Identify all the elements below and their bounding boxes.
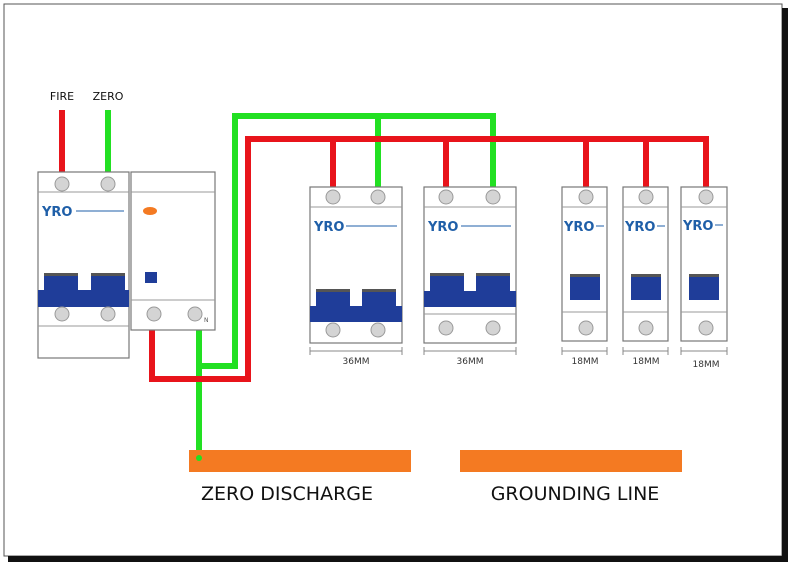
- breaker-1p-1: YRO: [561, 186, 608, 342]
- main-breaker-toggle[interactable]: [38, 273, 129, 307]
- breaker-1p-2-toggle[interactable]: [631, 274, 661, 300]
- neutral-wires: [105, 110, 496, 458]
- brand-label: YRO: [563, 220, 594, 235]
- terminal-screw: [146, 306, 162, 322]
- neutral-bar-connection: [196, 455, 202, 461]
- live-busbar-wire: [149, 136, 709, 382]
- rcd-test-button[interactable]: [145, 272, 157, 283]
- terminal-screw: [100, 176, 116, 192]
- brand-label: YRO: [313, 220, 344, 235]
- breaker-2p-1-toggle[interactable]: [310, 289, 402, 322]
- width-label: 36MM: [343, 357, 370, 367]
- neutral-feed-wire-b: [378, 113, 496, 195]
- grounding-line-label: GROUNDING LINE: [491, 483, 660, 505]
- brand-label: YRO: [682, 219, 713, 234]
- width-label: 36MM: [457, 357, 484, 367]
- breaker-2p-2: YRO: [423, 186, 517, 344]
- terminal-screw: [100, 306, 116, 322]
- breaker-1p-1-toggle[interactable]: [570, 274, 600, 300]
- neutral-mark: N: [204, 317, 209, 324]
- brand-label: YRO: [427, 220, 458, 235]
- terminal-screw: [638, 189, 654, 205]
- main-breaker: YRO: [37, 171, 130, 359]
- terminal-screw: [578, 320, 594, 336]
- breaker-1p-3: YRO: [680, 186, 728, 342]
- brand-label: YRO: [624, 220, 655, 235]
- terminal-screw: [485, 320, 501, 336]
- terminal-screw: [485, 189, 501, 205]
- live-wires: [59, 110, 709, 382]
- terminal-screw: [187, 306, 203, 322]
- width-label: 18MM: [693, 360, 720, 370]
- terminal-screw: [370, 189, 386, 205]
- terminal-screw: [698, 320, 714, 336]
- terminal-screw: [325, 189, 341, 205]
- dimension-markers: [309, 347, 728, 355]
- terminal-screw: [438, 189, 454, 205]
- width-label: 18MM: [633, 357, 660, 367]
- brand-label: YRO: [41, 205, 72, 220]
- width-label: 18MM: [572, 357, 599, 367]
- breaker-2p-2-toggle[interactable]: [424, 273, 516, 307]
- terminal-screw: [638, 320, 654, 336]
- terminal-screw: [370, 322, 386, 338]
- breaker-1p-3-toggle[interactable]: [689, 274, 719, 300]
- terminal-screw: [438, 320, 454, 336]
- fire-label: FIRE: [50, 90, 74, 103]
- zero-discharge-bar: [189, 450, 411, 472]
- terminal-screw: [578, 189, 594, 205]
- breaker-1p-2: YRO: [622, 186, 669, 342]
- terminal-screw: [54, 306, 70, 322]
- zero-label: ZERO: [93, 90, 124, 103]
- frame-shadow-right: [782, 8, 788, 560]
- zero-discharge-label: ZERO DISCHARGE: [201, 483, 373, 505]
- terminal-screw: [698, 189, 714, 205]
- breaker-2p-1: YRO: [309, 186, 403, 344]
- frame-shadow-bottom: [8, 556, 788, 562]
- rcd-module: N: [130, 171, 216, 331]
- grounding-line-bar: [460, 450, 682, 472]
- terminal-screw: [325, 322, 341, 338]
- rcd-indicator: [143, 207, 157, 215]
- terminal-screw: [54, 176, 70, 192]
